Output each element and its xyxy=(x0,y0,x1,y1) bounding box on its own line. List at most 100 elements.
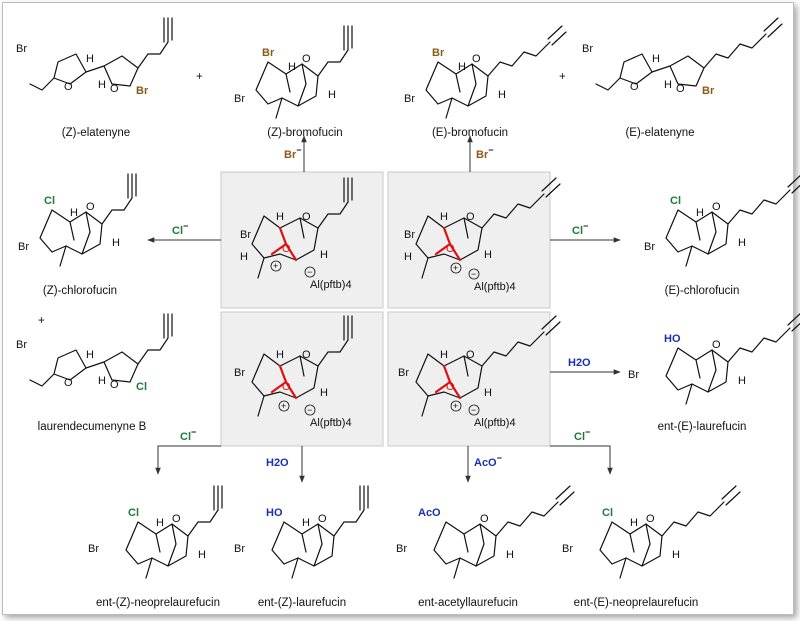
svg-text:O: O xyxy=(172,513,181,525)
svg-text:O: O xyxy=(446,243,455,255)
svg-text:O: O xyxy=(302,53,311,65)
svg-text:Al(pftb)4: Al(pftb)4 xyxy=(474,281,516,293)
svg-text:Br: Br xyxy=(396,543,407,555)
svg-text:O: O xyxy=(318,513,327,525)
e-chlorofucin-structure: Cl Br H O H xyxy=(644,173,800,267)
svg-text:H: H xyxy=(738,237,746,249)
svg-text:Br: Br xyxy=(582,43,593,55)
svg-text:O: O xyxy=(480,513,489,525)
label-laurendecumenyne-b: laurendecumenyne B xyxy=(38,421,147,433)
svg-text:H: H xyxy=(664,79,672,91)
ent-z-laurefucin-structure: HO Br H O xyxy=(234,485,369,579)
label-ent-e-laurefucin: ent-(E)-laurefucin xyxy=(658,421,747,433)
svg-text:−: − xyxy=(307,267,312,277)
ent-e-neoprelaurefucin-structure: Cl Br H O H xyxy=(562,485,741,579)
svg-text:Cl: Cl xyxy=(44,195,55,207)
svg-text:−: − xyxy=(307,405,312,415)
svg-text:−: − xyxy=(471,269,476,279)
label-e-bromofucin: (E)-bromofucin xyxy=(432,127,508,139)
reagent-chloride-bottom-right: Cl− xyxy=(574,427,590,443)
plus-sign: + xyxy=(559,71,566,83)
cation-box-e-top xyxy=(387,171,551,309)
svg-text:Br: Br xyxy=(628,369,639,381)
svg-text:H: H xyxy=(696,207,704,219)
reagent-chloride-bottom-left: Cl− xyxy=(180,427,196,443)
svg-text:H: H xyxy=(276,211,284,223)
reagent-bromide-e: Br− xyxy=(476,145,494,161)
svg-text:O: O xyxy=(472,53,481,65)
svg-text:H: H xyxy=(320,249,328,261)
svg-text:Cl: Cl xyxy=(128,507,139,519)
svg-text:H: H xyxy=(112,237,120,249)
svg-text:H: H xyxy=(328,89,336,101)
reagent-chloride-z: Cl− xyxy=(172,221,188,237)
svg-text:Br: Br xyxy=(644,241,655,253)
svg-text:Cl: Cl xyxy=(136,381,147,393)
svg-text:+: + xyxy=(453,263,458,273)
svg-text:H: H xyxy=(198,549,206,561)
svg-text:Br: Br xyxy=(136,85,149,97)
svg-text:H: H xyxy=(484,249,492,261)
svg-text:H: H xyxy=(458,61,466,73)
svg-text:Br: Br xyxy=(562,543,573,555)
svg-text:H: H xyxy=(156,517,164,529)
svg-text:O: O xyxy=(446,381,455,393)
svg-text:Br: Br xyxy=(88,543,99,555)
ent-z-neoprelaurefucin-structure: Cl Br H O H xyxy=(88,485,223,579)
svg-text:Br: Br xyxy=(702,85,715,97)
svg-text:O: O xyxy=(712,201,721,213)
svg-text:Cl: Cl xyxy=(670,195,681,207)
cation-box-z-bottom xyxy=(220,311,384,447)
svg-text:O: O xyxy=(466,211,475,223)
reagent-water-right: H2O xyxy=(568,357,591,369)
svg-text:H: H xyxy=(440,211,448,223)
svg-text:H: H xyxy=(86,349,94,361)
reagent-bromide-z: Br− xyxy=(284,145,302,161)
svg-text:Br: Br xyxy=(432,47,445,59)
svg-text:Al(pftb)4: Al(pftb)4 xyxy=(310,417,352,429)
e-bromofucin-structure: Br Br H O H xyxy=(404,25,567,119)
svg-text:AcO: AcO xyxy=(418,507,441,519)
label-e-elatenyne: (E)-elatenyne xyxy=(625,127,694,139)
svg-text:H: H xyxy=(506,549,514,561)
svg-text:HO: HO xyxy=(266,507,283,519)
reagent-acetate: AcO− xyxy=(474,453,502,469)
svg-text:Br: Br xyxy=(240,229,251,241)
cation-box-e-bottom xyxy=(387,311,551,447)
svg-text:H: H xyxy=(98,375,106,387)
cation-box-z-top xyxy=(220,171,384,309)
svg-text:+: + xyxy=(273,261,278,271)
svg-text:O: O xyxy=(712,339,721,351)
svg-text:H: H xyxy=(98,79,106,91)
svg-text:O: O xyxy=(282,381,291,393)
z-bromofucin-structure: Br Br H O H xyxy=(234,25,353,119)
ent-acetyllaurefucin-structure: AcO Br O H xyxy=(396,485,575,579)
plus-sign: + xyxy=(196,71,203,83)
svg-text:Br: Br xyxy=(404,93,415,105)
arrow-to-ent-e-neoprelaurefucin xyxy=(550,445,613,475)
svg-text:Al(pftb)4: Al(pftb)4 xyxy=(474,417,516,429)
z-chlorofucin-structure: Cl Br H O H xyxy=(18,173,137,267)
svg-text:Br: Br xyxy=(234,543,245,555)
svg-text:H: H xyxy=(630,517,638,529)
label-z-chlorofucin: (Z)-chlorofucin xyxy=(43,285,117,297)
svg-text:H: H xyxy=(302,517,310,529)
svg-text:H: H xyxy=(320,387,328,399)
svg-text:HO: HO xyxy=(664,333,681,345)
arrow-to-ent-z-neoprelaurefucin xyxy=(155,445,221,475)
svg-text:Br: Br xyxy=(262,47,275,59)
z-oxonium-cation-bottom: Br H O O H + − Al(pftb)4 xyxy=(234,315,353,429)
svg-text:O: O xyxy=(676,83,685,95)
svg-text:H: H xyxy=(288,61,296,73)
svg-text:H: H xyxy=(498,89,506,101)
svg-text:H: H xyxy=(86,53,94,65)
svg-text:H: H xyxy=(672,549,680,561)
svg-text:Cl: Cl xyxy=(602,507,613,519)
svg-text:Br: Br xyxy=(398,367,409,379)
svg-text:H: H xyxy=(738,375,746,387)
label-ent-acetyllaurefucin: ent-acetyllaurefucin xyxy=(418,597,518,609)
svg-text:+: + xyxy=(281,401,286,411)
z-oxonium-cation-top: Br H H O O H + − Al(pftb)4 xyxy=(240,177,353,291)
svg-text:O: O xyxy=(86,201,95,213)
z-elatenyne-structure: Br O O H H Br xyxy=(16,17,173,97)
